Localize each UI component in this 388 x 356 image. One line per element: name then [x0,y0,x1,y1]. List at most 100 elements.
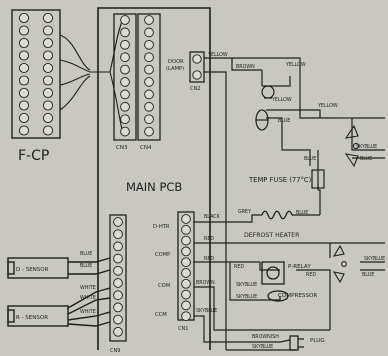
main-pcb-label: MAIN PCB [126,180,182,194]
cn2-connector [189,51,205,83]
wire-label-red-1: RED [204,236,214,242]
lamp-component [261,85,275,99]
connector-pin [144,64,154,75]
wire-label-blue-6: BLUE [80,251,92,257]
defrost-heater-component [261,210,293,220]
connector-pin [18,100,30,111]
connector-pin [120,27,130,38]
defrost-heater-label: DEFROST HEATER [244,232,300,239]
cn2-label: CN2 [190,86,200,92]
fcp-connector [11,9,61,139]
fan-motor-left [255,109,269,131]
r-sensor-label: R - SENSOR [16,315,48,321]
wire-label-grey: GREY [238,209,251,215]
wire-label-white-3: WHITE [80,309,96,315]
connector-pin [120,39,130,50]
wire-label-skyblue-6: SKYBLUE [364,256,385,262]
wire-label-black: BLACK [204,214,221,220]
connector-pin [113,217,123,227]
d-htr-label: D-HTR [153,224,170,230]
cn3-label: CN3 [116,145,128,151]
connector-pin [42,112,54,124]
connector-pin [42,100,54,111]
connector-pin [144,101,154,112]
connector-pin [181,214,191,224]
connector-pin [120,89,130,100]
connector-pin [181,235,191,246]
connector-pin [120,101,130,112]
connector-pin [42,75,54,86]
wire-label-skyblue-2: SKYBLUE [236,294,257,300]
wire-label-red-4: RED [306,272,316,278]
wire-label-yellow-1: YELLOW [207,52,228,58]
cn1-label: CN1 [178,326,188,332]
connector-pin [144,77,154,87]
connector-pin [113,241,123,252]
wire-label-brownish: BROWNISH [252,334,279,340]
connector-pin [144,15,154,25]
connector-pin [181,289,191,300]
wire-label-red-2: RED [204,256,214,262]
connector-pin [113,278,123,288]
connector-pin [18,112,30,124]
connector-pin [144,126,154,137]
right-wiring [194,57,385,351]
connector-pin [18,37,30,49]
connector-pin [18,125,30,136]
connector-pin [42,37,54,49]
wire-labels: YELLOW BROWN YELLOW YELLOW YELLOW BLUE B… [80,52,385,350]
temp-fuse-component [311,169,325,189]
connector-pin [181,268,191,278]
wire-label-brown-2: BROWN [196,280,215,286]
connector-pin [192,54,202,64]
connector-pin [144,89,154,100]
p-relay-component [261,261,285,285]
wire-label-blue-5: BLUE [362,272,374,278]
p-relay-label: P-RELAY [288,264,311,270]
cn4-connector [137,13,161,141]
connector-pin [113,302,123,313]
connector-pin [120,114,130,125]
ccm-label: CCM [155,312,167,318]
connector-pin [18,12,30,24]
wire-label-skyblue-4: SKYBLUE [252,344,273,350]
wire-label-blue-4: BLUE [360,156,372,162]
connector-pin [181,246,191,257]
fcp-bundle [59,21,123,131]
com-label: COM [158,283,170,289]
door-lamp-label: DOOR(LAMP) [166,59,184,72]
connector-pin [192,70,202,80]
compressor-label: COMPRESSOR [278,293,317,299]
connector-pin [18,75,30,86]
d-sensor-label: D - SENSOR [16,267,49,273]
connector-pin [18,62,30,74]
cn4-label: CN4 [140,145,152,151]
connector-pin [18,50,30,61]
connector-pin [144,52,154,63]
connector-pin [18,87,30,99]
wire-label-brown-1: BROWN [236,64,255,70]
fcp-label: F-CP [18,148,49,164]
cn1-connector [177,211,195,322]
connector-pin [144,27,154,38]
wire-label-white-2: WHITE [80,295,96,301]
wire-label-skyblue-1: SKYBLUE [236,282,257,288]
connector-pin [113,326,123,337]
connector-pin [120,64,130,75]
connector-pin [113,253,123,264]
wire-label-blue-7: BLUE [80,263,92,269]
cn9-connector [109,214,127,342]
connector-pin [120,126,130,137]
connector-pin [181,311,191,322]
connector-pin [181,224,191,235]
temp-fuse-label: TEMP FUSE (77°C) [248,176,312,184]
wire-label-blue-2: BLUE [304,156,316,162]
cn9-label: CN9 [110,348,120,354]
wire-label-yellow-3: YELLOW [271,97,292,103]
connector-pin [42,125,54,136]
fcp-pins [18,12,54,136]
plug-label: PLUG [310,338,325,344]
wire-label-yellow-4: YELLOW [317,103,338,109]
connector-pin [113,229,123,240]
